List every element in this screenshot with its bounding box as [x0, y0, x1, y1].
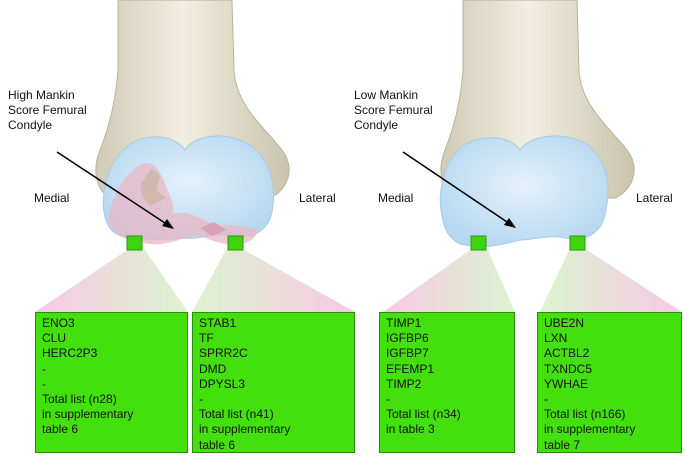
lateral-sample-marker-right	[569, 235, 586, 251]
gene-item: ACTBL2	[544, 346, 590, 361]
gene-item: in supplementary	[42, 407, 134, 422]
lateral-sample-marker-left	[227, 235, 244, 251]
lateral-beam-right	[540, 250, 682, 312]
gene-item: HERC2P3	[42, 346, 98, 361]
medial-sample-marker-right	[470, 235, 487, 251]
gene-item: -	[544, 392, 548, 407]
lateral-beam-left	[192, 250, 355, 312]
gene-item: in supplementary	[544, 422, 636, 437]
gene-item: IGFBP6	[386, 331, 429, 346]
gene-item: -	[199, 392, 203, 407]
lateral-label-right: Lateral	[636, 191, 673, 205]
gene-item: UBE2N	[544, 316, 585, 330]
gene-item: IGFBP7	[386, 346, 429, 361]
gene-item: table 6	[42, 422, 79, 437]
left-femur	[95, 0, 290, 245]
gene-item: DPYSL3	[199, 376, 246, 391]
gene-box-left-lateral: STAB1 TF SPRR2C DMD DPYSL3 - Total list …	[192, 312, 355, 453]
gene-item: table 6	[199, 437, 236, 452]
gene-item: CLU	[42, 331, 67, 346]
medial-sample-marker-left	[126, 235, 143, 251]
medial-beam-left	[35, 250, 188, 312]
gene-item: Total list (n41)	[199, 407, 274, 422]
gene-item: SPRR2C	[199, 346, 248, 361]
gene-item: ENO3	[42, 316, 75, 330]
gene-item: -	[386, 392, 390, 407]
gene-item: Total list (n28)	[42, 392, 117, 407]
callout-arrow-right	[402, 151, 511, 225]
gene-item: TF	[199, 331, 214, 346]
gene-item: -	[42, 361, 46, 376]
gene-item: DMD	[199, 361, 227, 376]
gene-item: table 7	[544, 437, 581, 452]
gene-item: TIMP2	[386, 376, 422, 391]
gene-item: EFEMP1	[386, 361, 435, 376]
gene-box-left-medial: ENO3 CLU HERC2P3 - - Total list (n28) in…	[35, 312, 188, 453]
gene-item: in table 3	[386, 422, 435, 437]
gene-item: Total list (n166)	[544, 407, 626, 422]
medial-beam-right	[383, 250, 515, 312]
gene-item: LXN	[544, 331, 568, 346]
gene-box-right-lateral: UBE2N LXN ACTBL2 TXNDC5 YWHAE - Total li…	[537, 312, 682, 453]
right-femur	[439, 0, 635, 247]
gene-item: STAB1	[199, 316, 237, 330]
gene-item: in supplementary	[199, 422, 291, 437]
gene-item: TIMP1	[386, 316, 422, 330]
callout-label-left: High Mankin Score Femural Condyle	[8, 88, 87, 132]
callout-arrow-left	[56, 151, 169, 226]
lateral-label-left: Lateral	[299, 191, 336, 205]
medial-label-right: Medial	[378, 191, 414, 205]
gene-box-right-medial: TIMP1 IGFBP6 IGFBP7 EFEMP1 TIMP2 - Total…	[379, 312, 515, 453]
gene-item: TXNDC5	[544, 361, 593, 376]
gene-item: -	[42, 376, 46, 391]
gene-item: YWHAE	[544, 376, 589, 391]
callout-label-right: Low Mankin Score Femural Condyle	[354, 88, 433, 132]
gene-item: Total list (n34)	[386, 407, 461, 422]
medial-label-left: Medial	[34, 191, 70, 205]
